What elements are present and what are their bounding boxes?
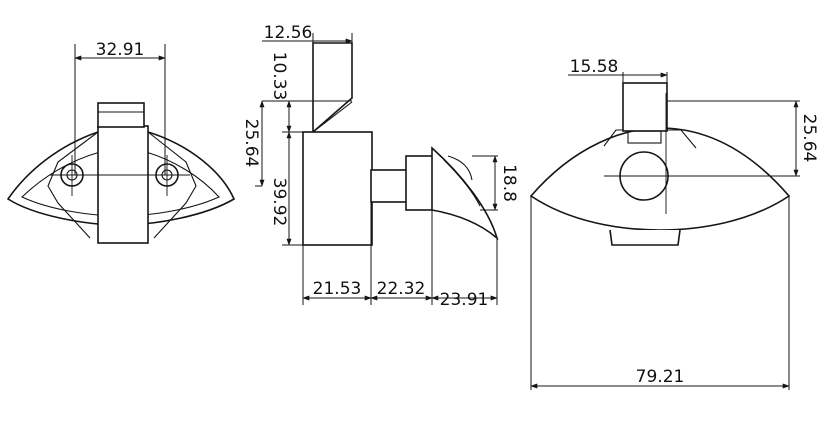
side-top-width-label: 12.56	[264, 23, 313, 43]
rear-post-inner	[627, 130, 662, 144]
front-top-cap	[97, 102, 145, 128]
front-housing-inner	[21, 151, 220, 217]
front-left-flange	[47, 131, 99, 239]
side-right-height-label: 25.64	[241, 119, 261, 168]
rear-bottom-bracket	[609, 229, 681, 246]
side-latch-chamfer	[312, 101, 353, 133]
rear-top-post	[622, 82, 668, 132]
side-top-latch	[312, 42, 353, 134]
side-handle-inner	[443, 159, 481, 207]
front-width-label: 32.91	[96, 40, 145, 60]
side-stem-depth-label: 22.32	[377, 279, 426, 299]
side-body-height-label: 39.92	[269, 178, 289, 227]
side-top-height-label: 10.33	[269, 52, 289, 101]
front-view: 32.91	[6, 40, 236, 244]
rear-overall-width-label: 79.21	[636, 367, 685, 387]
side-body	[302, 131, 373, 246]
side-body-depth-label: 21.53	[313, 279, 362, 299]
rear-right-height-label: 25.64	[799, 114, 819, 163]
side-head-bump	[447, 155, 473, 181]
side-head-depth-label: 23.91	[440, 290, 489, 310]
side-stem	[370, 169, 408, 203]
rear-view: 15.58 25.64 79.21	[529, 57, 819, 390]
front-right-flange	[147, 131, 197, 239]
rear-top-width-label: 15.58	[570, 57, 619, 77]
front-center-block	[97, 125, 149, 244]
side-head-block	[405, 155, 434, 211]
side-view: 12.56 10.33 39.92 25.64 18.8 21.53 22.32…	[241, 23, 519, 310]
side-head-height-label: 18.8	[499, 164, 519, 202]
side-handle	[431, 146, 499, 241]
